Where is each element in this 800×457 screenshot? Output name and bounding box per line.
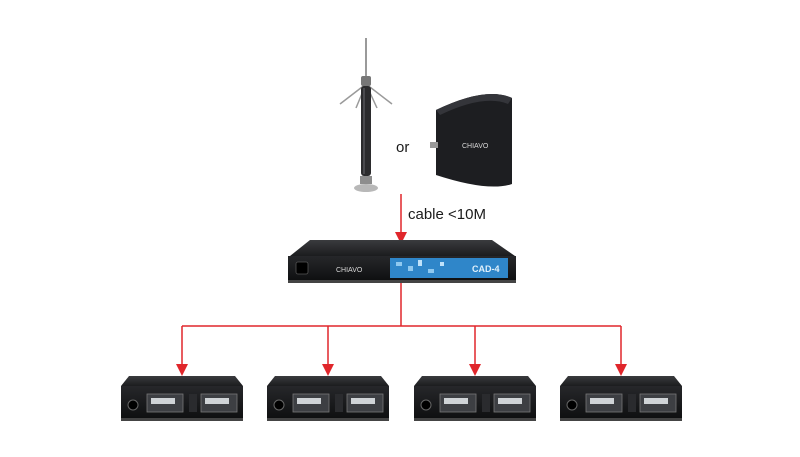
or-label: or: [396, 139, 409, 156]
distributor-model: CAD-4: [472, 264, 500, 274]
distributor-brand: CHIAVO: [336, 267, 363, 274]
paddle-antenna-brand: CHIAVO: [462, 143, 489, 150]
wireless-receiver-icon: [121, 376, 243, 421]
receivers: [121, 376, 682, 421]
wireless-receiver-icon: [267, 376, 389, 421]
paddle-antenna-icon: CHIAVO: [430, 94, 512, 187]
wireless-receiver-icon: [560, 376, 682, 421]
omni-antenna-icon: [339, 38, 393, 192]
cable-length-label: cable <10M: [408, 206, 486, 223]
distribution-lines: [176, 283, 627, 376]
wireless-receiver-icon: [414, 376, 536, 421]
antenna-distributor-icon: CHIAVO CAD-4: [288, 240, 516, 283]
